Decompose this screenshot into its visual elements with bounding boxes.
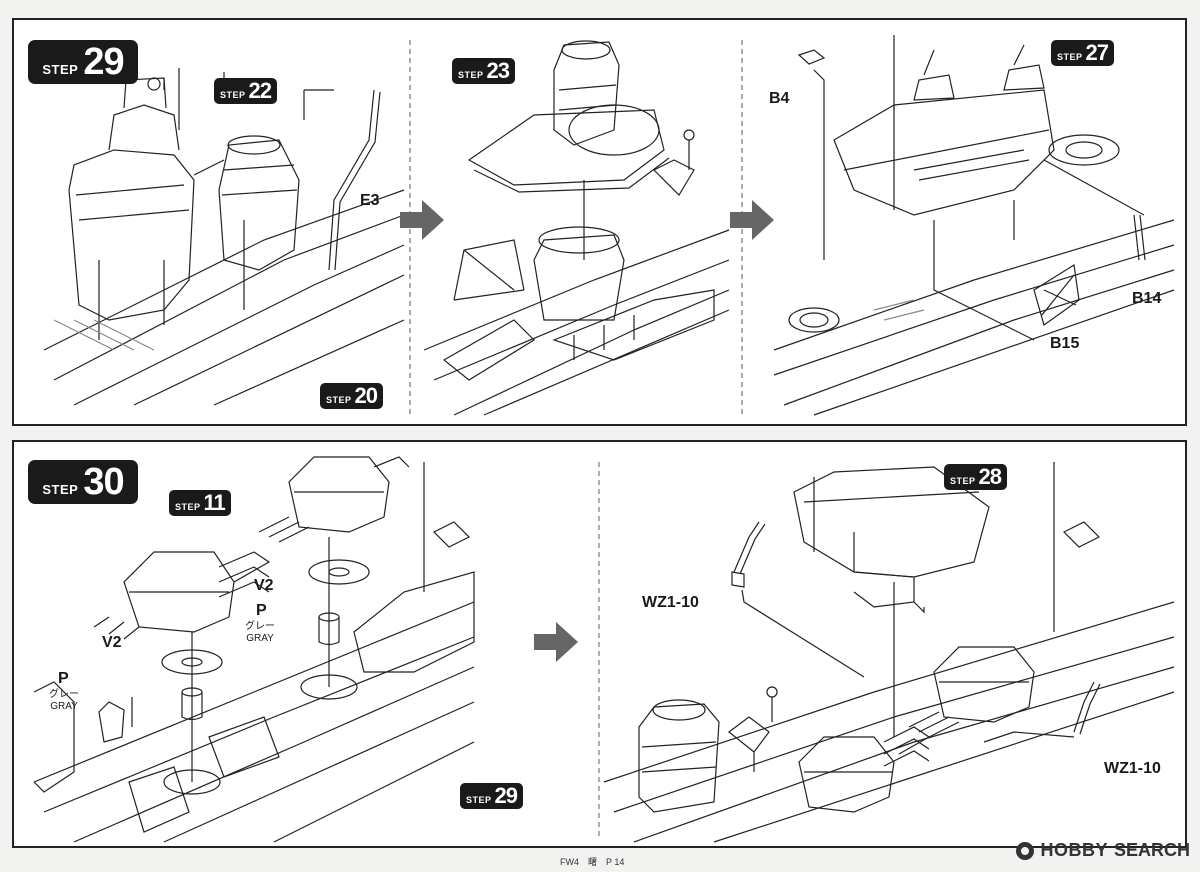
step-29-panel: STEP 29 STEP 22 STEP 20 STEP 23 STEP 27 … [12,18,1187,426]
step-23-ref-badge: STEP 23 [452,58,515,84]
part-color-jp-right: グレー [245,621,275,632]
watermark: HOBBY SEARCH [1016,840,1190,861]
part-label-b4: B4 [769,90,790,107]
part-label-wz1-10-left: WZ1-10 [642,594,699,611]
step-20-ref-badge: STEP 20 [320,383,383,409]
step-number: 11 [203,490,226,515]
step-29-ref-badge: STEP 29 [460,783,523,809]
step-word: STEP [466,795,492,805]
part-label-wz1-10-right: WZ1-10 [1104,760,1161,777]
step-30-badge: STEP 30 [28,460,138,504]
watermark-word: SEARCH [1113,840,1190,860]
step-30-illustration [33,456,1175,843]
hobby-search-logo-icon [1016,841,1035,860]
step-word: STEP [458,70,484,80]
step-28-ref-badge: STEP 28 [944,464,1007,490]
step-word: STEP [175,502,201,512]
step-word: STEP [220,90,246,100]
part-label-p-left: P [58,670,69,687]
part-label-b15: B15 [1050,335,1080,352]
step-word: STEP [42,482,79,497]
step-number: 30 [83,461,124,503]
step-11-ref-badge: STEP 11 [169,490,231,516]
part-color-en-right: GRAY [246,633,274,644]
page-code: FW4 曙 P 14 [560,857,625,867]
step-word: STEP [1057,52,1083,62]
part-color-en-left: GRAY [50,701,78,712]
step-word: STEP [42,62,79,77]
step-number: 20 [354,383,379,408]
part-label-p-right: P [256,602,267,619]
step-22-ref-badge: STEP 22 [214,78,277,104]
step-30-panel: STEP 30 STEP 11 STEP 29 STEP 28 V2 P グレー… [12,440,1187,848]
step-word: STEP [950,476,976,486]
step-word: STEP [326,395,352,405]
step-number: 23 [486,58,511,83]
part-label-b14: B14 [1132,290,1162,307]
page-footer: FW4 曙 P 14 [0,852,1200,872]
watermark-brand: HOBBY [1040,840,1108,860]
part-label-v2-left: V2 [102,634,122,651]
step-number: 22 [248,78,273,103]
step-number: 28 [978,464,1003,489]
step-number: 29 [494,783,519,808]
step-27-ref-badge: STEP 27 [1051,40,1114,66]
part-label-e3: E3 [360,192,380,209]
step-number: 29 [83,41,124,83]
part-label-v2-right: V2 [254,577,274,594]
step-29-illustration [43,35,1175,416]
step-number: 27 [1085,40,1110,65]
step-29-badge: STEP 29 [28,40,138,84]
part-color-jp-left: グレー [49,689,79,700]
